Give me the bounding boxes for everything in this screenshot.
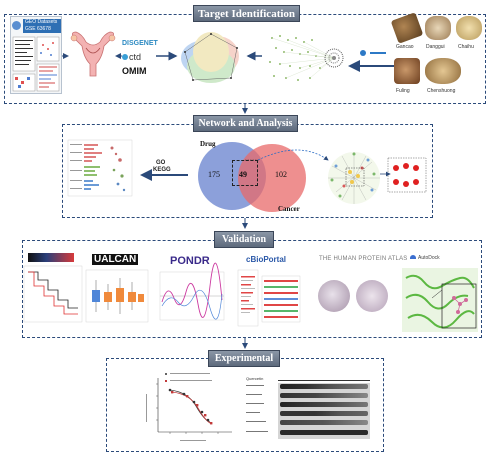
herb-chaihu: Chaihu [456, 16, 484, 54]
venn-overlap-count: 49 [239, 170, 247, 179]
pondr-disorder-plot [159, 262, 225, 321]
pondr-logo: PONDR [170, 255, 210, 267]
kaplan-meier-logo-icon [28, 253, 74, 262]
ualcan-boxplot [85, 269, 149, 323]
ppi-network [328, 152, 380, 204]
geo-heatmap-icon [12, 36, 60, 92]
chaihu-image [456, 16, 482, 40]
tcmsp-logo-icon [360, 44, 386, 57]
venn-drug-label: Drug [200, 140, 216, 148]
validation-banner: Validation [214, 231, 274, 248]
disgenet-logo: DISGENET [122, 40, 158, 47]
target-network-graph [269, 35, 344, 81]
herb-chenshuong: Chenshuong [425, 58, 465, 98]
go-label: GO [156, 160, 166, 166]
geo-logo-icon [12, 21, 21, 30]
cell-viability-chart [146, 373, 232, 441]
autodock-label: AutoDock [418, 255, 440, 261]
herb-fuling: Fuling [394, 58, 422, 98]
omim-logo: OMIM [122, 66, 147, 76]
autodock-logo: AutoDock [410, 255, 440, 261]
blot-bands [278, 383, 370, 439]
cbioportal-logo: cBioPortal [246, 255, 287, 264]
geo-badge: GEO Datasets GSE 63678 [23, 19, 61, 33]
uterus-icon [70, 31, 116, 77]
geo-label: GEO Datasets [25, 19, 58, 25]
ctd-logo: ctd [122, 52, 141, 62]
target-venn-diagram [181, 32, 239, 83]
herb-label: Gancao [396, 44, 414, 50]
hpa-logo: THE HUMAN PROTEIN ATLAS [319, 256, 408, 262]
hub-genes-panel [387, 157, 427, 193]
herb-danggui: Danggui [425, 16, 453, 54]
experimental-banner: Experimental [208, 350, 280, 367]
blot-labels [246, 385, 276, 445]
kegg-label: KEGG [153, 167, 171, 173]
venn-cancer-count: 102 [275, 170, 287, 179]
fuling-image [394, 58, 420, 84]
herb-gancao: Gancao [390, 12, 424, 54]
ihc-tissue-image-1 [318, 280, 350, 312]
herbs-panel: Gancao Danggui Chaihu Fuling Chenshuong [390, 12, 484, 100]
network-analysis-banner: Network and Analysis [193, 115, 298, 132]
ualcan-logo: UALCAN [92, 254, 139, 265]
ihc-tissue-image-2 [356, 280, 388, 312]
arrow-venn-ppi [257, 149, 329, 161]
target-identification-banner: Target Identification [193, 5, 300, 22]
venn-drug-count: 175 [208, 170, 220, 179]
herb-label: Fuling [396, 88, 410, 94]
validation-arrows [242, 338, 248, 349]
venn-overlap-box [232, 160, 258, 186]
concentration-label: Quercetin [246, 376, 264, 381]
venn-cancer-label: Cancer [278, 205, 300, 213]
cbioportal-plot [237, 269, 301, 327]
chenshuong-image [425, 58, 461, 84]
geo-id: GSE 63678 [25, 26, 51, 32]
danggui-image [425, 16, 451, 40]
target-arrows [62, 51, 394, 114]
network-arrows [140, 149, 391, 229]
herb-label: Danggui [426, 44, 445, 50]
herb-label: Chaihu [458, 44, 474, 50]
herb-label: Chenshuong [427, 88, 456, 94]
docking-structure [402, 268, 478, 332]
kaplan-meier-plot [23, 265, 83, 323]
go-kegg-bar-chart [67, 139, 133, 197]
geo-datasets-box: GEO Datasets GSE 63678 [10, 16, 62, 94]
ctd-circle-icon [122, 54, 128, 60]
concentration-header: Quercetin [246, 376, 374, 382]
western-blot-panel: Quercetin [246, 376, 374, 446]
ctd-label: ctd [129, 52, 142, 62]
autodock-icon [410, 255, 416, 259]
